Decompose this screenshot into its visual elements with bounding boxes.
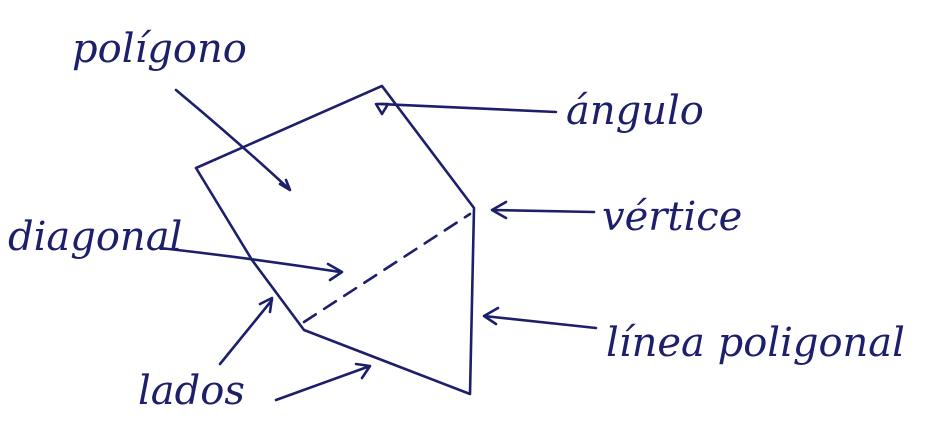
polygon-label: polígono xyxy=(72,26,247,72)
diagonal-label: diagonal xyxy=(8,214,182,260)
polygon-pointer-arrow xyxy=(174,88,292,192)
sides-pointer-arrow-upper xyxy=(218,296,274,366)
sides-pointer-arrow-lower xyxy=(274,362,372,402)
angle-pointer-line xyxy=(378,102,558,114)
vertex-pointer-arrow xyxy=(490,200,596,220)
angle-label: ángulo xyxy=(566,88,704,134)
diagonal-line xyxy=(302,212,472,324)
sides-label: lados xyxy=(138,368,245,414)
diagonal-pointer-arrow xyxy=(158,246,344,282)
polygonal-line-pointer-arrow xyxy=(482,306,598,330)
polygonal-line-label: línea poligonal xyxy=(606,320,905,366)
vertex-label: vértice xyxy=(602,194,742,240)
